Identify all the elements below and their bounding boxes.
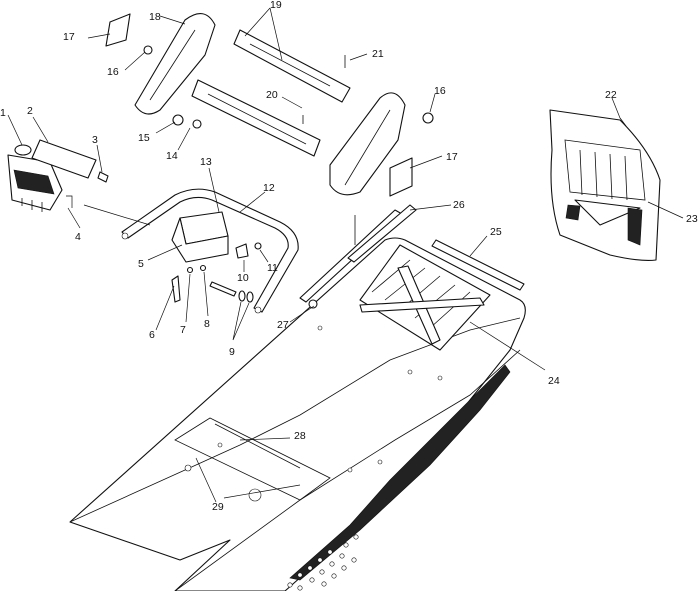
callout-23: 23	[686, 213, 698, 225]
callout-13: 13	[200, 156, 212, 168]
callout-22: 22	[605, 89, 617, 101]
callout-labels: 1 2 3 4 5 6 7 8 9 10 11 12 13 14 15 16 1…	[0, 0, 698, 513]
tail-lamp-housing	[171, 211, 229, 263]
callout-7: 7	[180, 324, 186, 336]
left-rail-bracket	[105, 13, 216, 129]
callout-6: 6	[149, 329, 155, 341]
callout-25: 25	[490, 226, 502, 238]
callout-18: 18	[149, 11, 161, 23]
tunnel-vent-holes	[287, 534, 359, 591]
callout-14: 14	[166, 150, 178, 162]
callout-3: 3	[92, 134, 98, 146]
callout-15: 15	[138, 132, 150, 144]
callout-4: 4	[75, 231, 81, 243]
callout-9: 9	[229, 346, 235, 358]
callout-28: 28	[294, 430, 306, 442]
callout-16: 16	[107, 66, 119, 78]
mounting-channels	[191, 29, 627, 157]
callout-8: 8	[204, 318, 210, 330]
rear-flap-panel	[549, 109, 661, 261]
callout-29: 29	[212, 501, 224, 513]
callout-19: 19	[270, 0, 282, 11]
right-rail-bracket	[329, 92, 434, 197]
callout-27: 27	[277, 319, 289, 331]
callout-11: 11	[267, 262, 278, 274]
left-lamp-assembly	[7, 139, 109, 212]
callout-16: 16	[434, 85, 446, 97]
bumper-rail	[121, 188, 299, 314]
fasteners-group	[171, 242, 262, 303]
shock-rod	[299, 204, 417, 309]
callout-24: 24	[548, 375, 560, 387]
rear-deck-plate	[359, 244, 491, 351]
callout-10: 10	[237, 272, 249, 284]
callout-12: 12	[263, 182, 275, 194]
callout-2: 2	[27, 105, 33, 117]
callout-21: 21	[372, 48, 384, 60]
leader-lines	[7, 7, 684, 503]
callout-17: 17	[446, 151, 458, 163]
callout-1: 1	[0, 107, 6, 119]
callout-17: 17	[63, 31, 75, 43]
callout-26: 26	[453, 199, 465, 211]
callout-20: 20	[266, 89, 278, 101]
mounting-strip	[431, 239, 525, 291]
callout-5: 5	[138, 258, 144, 270]
